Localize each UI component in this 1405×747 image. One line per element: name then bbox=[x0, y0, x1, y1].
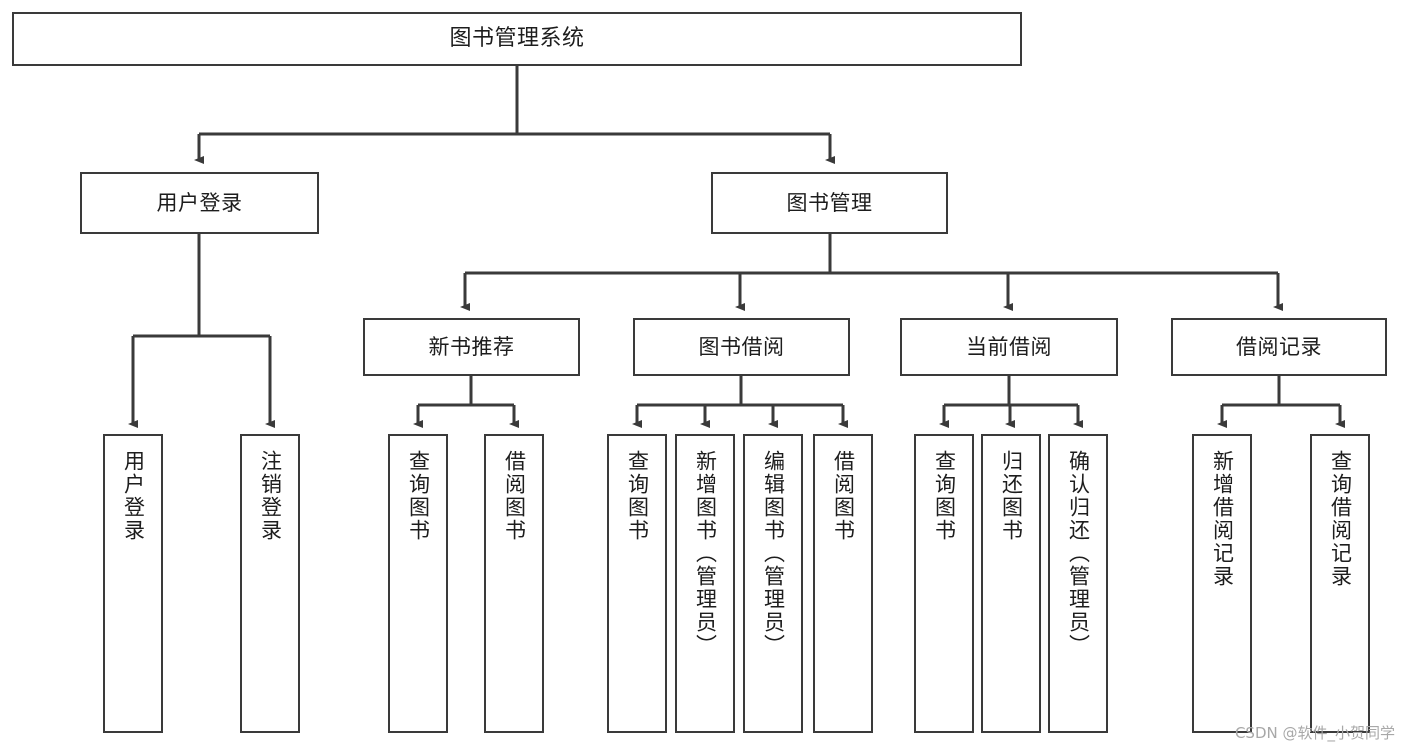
node-label: 借阅记录 bbox=[1236, 334, 1322, 359]
node-label: 查询图书 bbox=[932, 450, 957, 542]
node-leaf-user-login[interactable]: 用户登录 bbox=[103, 434, 163, 733]
node-label: 注销登录 bbox=[258, 450, 283, 542]
node-leaf-query-book-3[interactable]: 查询图书 bbox=[914, 434, 974, 733]
node-leaf-add-record[interactable]: 新增借阅记录 bbox=[1192, 434, 1252, 733]
node-label: 新增借阅记录 bbox=[1210, 450, 1235, 588]
node-label: 查询借阅记录 bbox=[1328, 450, 1353, 588]
node-label: 图书管理系统 bbox=[449, 26, 585, 52]
node-leaf-borrow-book-2[interactable]: 借阅图书 bbox=[813, 434, 873, 733]
node-label: 归还图书 bbox=[999, 450, 1024, 542]
node-label: 新书推荐 bbox=[428, 334, 515, 359]
node-label: 新增图书（管理员） bbox=[693, 450, 718, 657]
node-label: 确认归还（管理员） bbox=[1066, 450, 1091, 657]
node-label: 用户登录 bbox=[121, 450, 146, 542]
node-leaf-return-book[interactable]: 归还图书 bbox=[981, 434, 1041, 733]
node-leaf-confirm-return[interactable]: 确认归还（管理员） bbox=[1048, 434, 1108, 733]
node-label: 查询图书 bbox=[406, 450, 431, 542]
node-label: 用户登录 bbox=[156, 190, 243, 215]
node-label: 借阅图书 bbox=[831, 450, 856, 542]
node-label: 当前借阅 bbox=[966, 334, 1052, 359]
node-leaf-edit-book[interactable]: 编辑图书（管理员） bbox=[743, 434, 803, 733]
node-leaf-borrow-book-1[interactable]: 借阅图书 bbox=[484, 434, 544, 733]
node-label: 借阅图书 bbox=[502, 450, 527, 542]
node-leaf-logout-login[interactable]: 注销登录 bbox=[240, 434, 300, 733]
node-current-borrow[interactable]: 当前借阅 bbox=[900, 318, 1118, 376]
node-label: 图书管理 bbox=[786, 190, 873, 215]
node-book-borrow[interactable]: 图书借阅 bbox=[633, 318, 850, 376]
node-label: 图书借阅 bbox=[698, 334, 785, 359]
node-leaf-query-record[interactable]: 查询借阅记录 bbox=[1310, 434, 1370, 733]
node-new-book-recommend[interactable]: 新书推荐 bbox=[363, 318, 580, 376]
node-label: 编辑图书（管理员） bbox=[761, 450, 786, 657]
node-leaf-query-book-1[interactable]: 查询图书 bbox=[388, 434, 448, 733]
node-borrow-record[interactable]: 借阅记录 bbox=[1171, 318, 1387, 376]
node-book-management[interactable]: 图书管理 bbox=[711, 172, 948, 234]
node-user-login[interactable]: 用户登录 bbox=[80, 172, 319, 234]
node-leaf-add-book[interactable]: 新增图书（管理员） bbox=[675, 434, 735, 733]
node-label: 查询图书 bbox=[625, 450, 650, 542]
node-leaf-query-book-2[interactable]: 查询图书 bbox=[607, 434, 667, 733]
node-root-system[interactable]: 图书管理系统 bbox=[12, 12, 1022, 66]
